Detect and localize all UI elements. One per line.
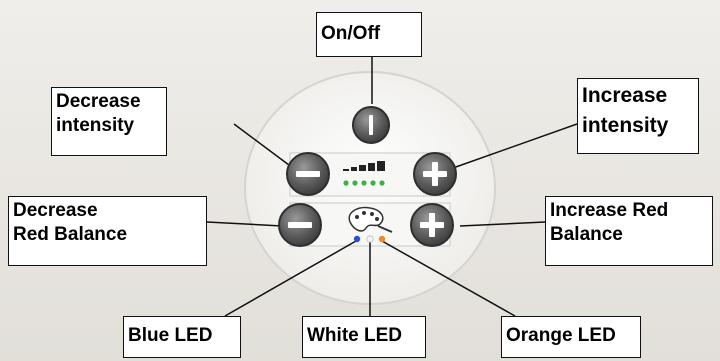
minus-icon xyxy=(296,171,320,177)
increase-red-balance-label: Increase Red Balance xyxy=(545,196,713,266)
decrease-intensity-button[interactable] xyxy=(286,152,330,196)
plus-icon xyxy=(420,213,444,237)
orange-led-label: Orange LED xyxy=(501,316,641,358)
blue-led-dot xyxy=(353,235,361,243)
decrease-intensity-label: Decrease intensity xyxy=(51,87,167,156)
power-icon xyxy=(369,115,373,135)
minus-icon xyxy=(288,222,312,228)
power-button[interactable] xyxy=(352,106,390,144)
increase-intensity-button[interactable] xyxy=(413,152,457,196)
callout-lines xyxy=(206,57,578,317)
blue-led-label: Blue LED xyxy=(123,316,241,358)
decrease-red-balance-button[interactable] xyxy=(278,203,322,247)
palette-icon xyxy=(348,206,393,233)
white-led-dot xyxy=(366,235,374,243)
orange-led-dot xyxy=(378,235,386,243)
white-led-label: White LED xyxy=(302,316,426,358)
increase-red-balance-button[interactable] xyxy=(410,203,454,247)
plus-icon xyxy=(423,162,447,186)
on-off-label: On/Off xyxy=(316,12,422,57)
green-led-row xyxy=(343,180,385,186)
decrease-red-balance-label: Decrease Red Balance xyxy=(8,196,207,266)
intensity-bar-icon xyxy=(343,161,385,171)
increase-intensity-label: Increase intensity xyxy=(577,78,699,154)
